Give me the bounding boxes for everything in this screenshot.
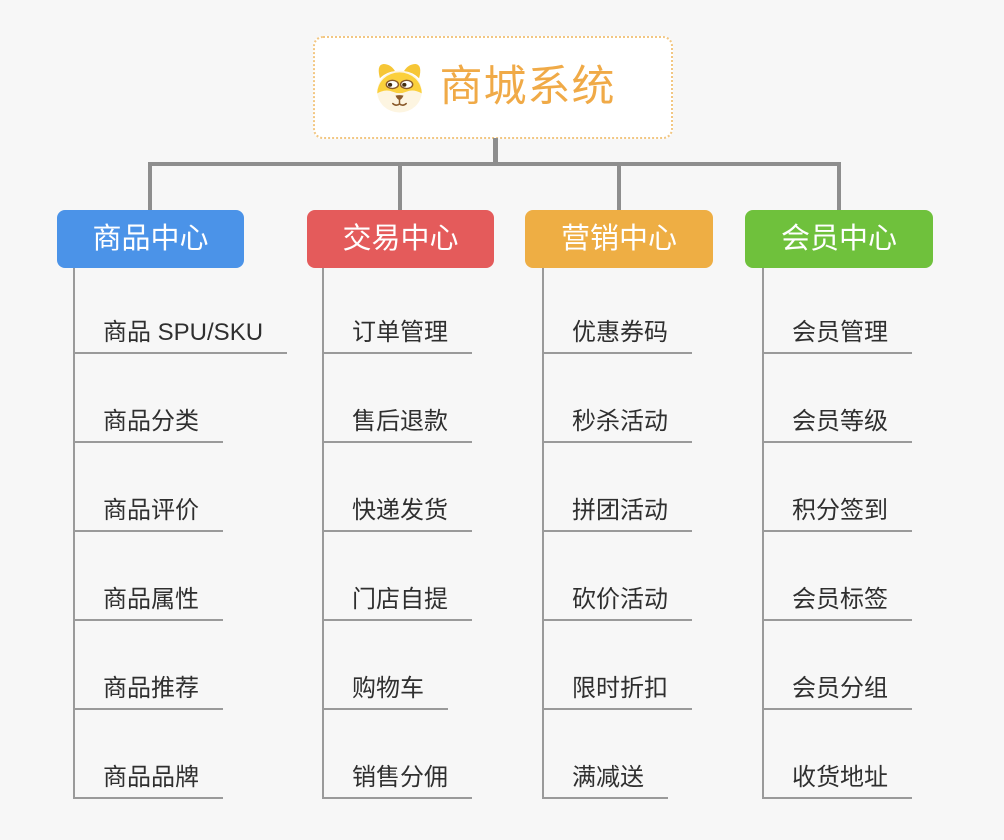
branch-label: 会员中心 [780,222,897,255]
connector-root-stem [493,138,498,164]
leaf-node[interactable]: 秒杀活动 [542,354,692,443]
leaf-node[interactable]: 商品推荐 [73,621,223,710]
leaf-node[interactable]: 会员等级 [762,354,912,443]
branch-node-marketing-center[interactable]: 营销中心 [525,210,713,268]
root-title: 商城系统 [439,63,616,111]
branch-label: 交易中心 [342,222,459,255]
leaf-node[interactable]: 商品属性 [73,532,223,621]
connector-stub-marketing-center [617,162,621,211]
leaf-node[interactable]: 会员标签 [762,532,912,621]
leaf-node[interactable]: 商品品牌 [73,710,223,799]
branch-node-member-center[interactable]: 会员中心 [745,210,933,268]
leaf-node[interactable]: 优惠券码 [542,265,692,354]
connector-stub-member-center [837,162,841,211]
root-node[interactable]: 商城系统 [313,36,673,139]
leaf-node[interactable]: 商品 SPU/SKU [73,265,288,354]
leaf-node[interactable]: 售后退款 [322,354,472,443]
leaf-node[interactable]: 积分签到 [762,443,912,532]
branch-children-marketing-center: 优惠券码 秒杀活动 拼团活动 砍价活动 限时折扣 满减送 [542,265,692,799]
branch-children-trade-center: 订单管理 售后退款 快递发货 门店自提 购物车 销售分佣 [322,265,472,799]
connector-stub-trade-center [398,162,402,211]
leaf-node[interactable]: 订单管理 [322,265,472,354]
leaf-node[interactable]: 门店自提 [322,532,472,621]
leaf-node[interactable]: 会员分组 [762,621,912,710]
branch-node-trade-center[interactable]: 交易中心 [307,210,494,268]
branch-children-member-center: 会员管理 会员等级 积分签到 会员标签 会员分组 收货地址 [762,265,912,799]
branch-label: 营销中心 [560,222,677,255]
leaf-node[interactable]: 商品评价 [73,443,223,532]
leaf-node[interactable]: 限时折扣 [542,621,692,710]
connector-cross-bar [148,162,841,166]
leaf-node[interactable]: 商品分类 [73,354,223,443]
connector-trunk-product-center [73,268,75,799]
leaf-node[interactable]: 购物车 [322,621,448,710]
leaf-node[interactable]: 拼团活动 [542,443,692,532]
connector-trunk-member-center [762,268,764,799]
connector-trunk-marketing-center [542,268,544,799]
leaf-node[interactable]: 砍价活动 [542,532,692,621]
branch-children-product-center: 商品 SPU/SKU 商品分类 商品评价 商品属性 商品推荐 商品品牌 [73,265,288,799]
connector-trunk-trade-center [322,268,324,799]
dog-icon [376,63,422,112]
leaf-node[interactable]: 收货地址 [762,710,912,799]
leaf-node[interactable]: 满减送 [542,710,668,799]
connector-stub-product-center [148,162,152,211]
leaf-node[interactable]: 会员管理 [762,265,912,354]
branch-label: 商品中心 [92,222,209,255]
leaf-node[interactable]: 销售分佣 [322,710,472,799]
leaf-node[interactable]: 快递发货 [322,443,472,532]
branch-node-product-center[interactable]: 商品中心 [57,210,244,268]
